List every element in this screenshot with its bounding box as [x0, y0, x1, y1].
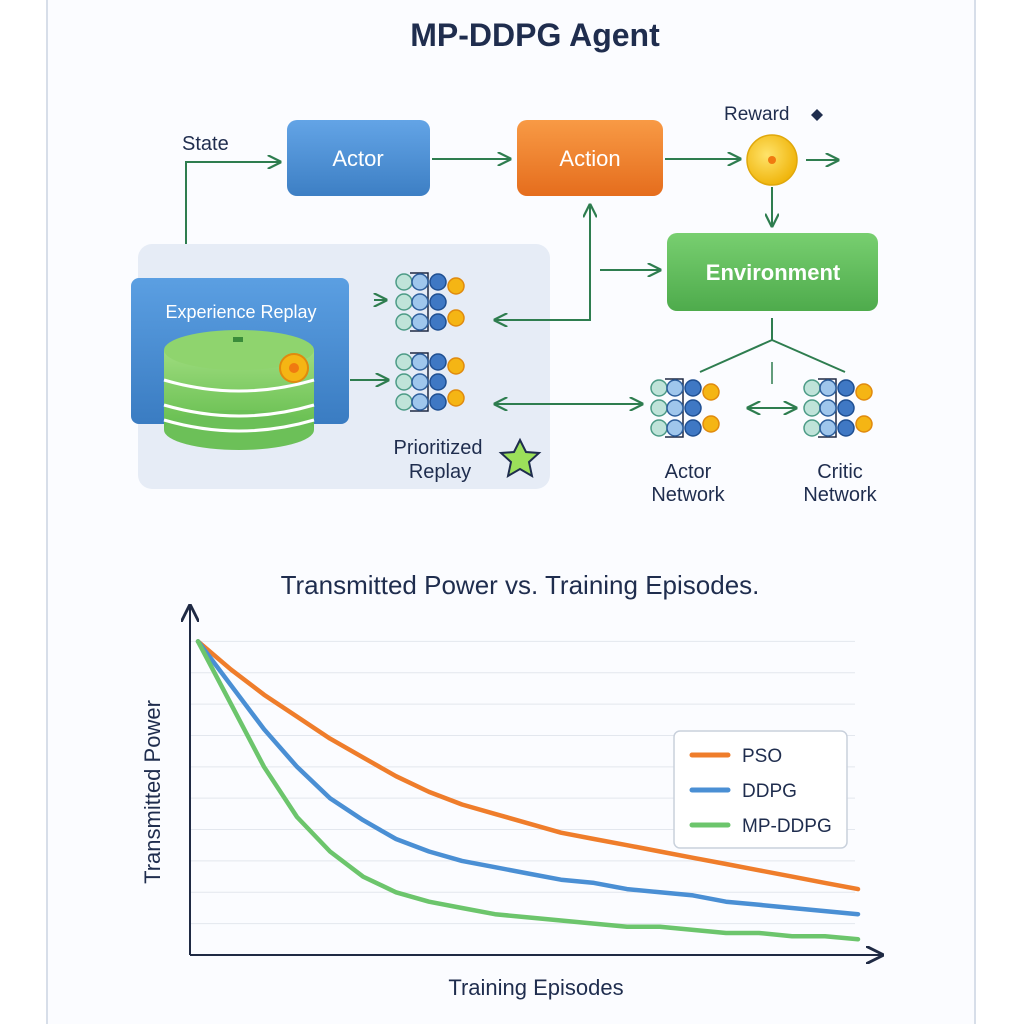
page-frame	[46, 0, 976, 1024]
network-node	[855, 383, 873, 401]
network-node	[411, 313, 429, 331]
state-label: State	[182, 133, 229, 155]
network-node	[684, 419, 702, 437]
series-line-pso	[195, 639, 861, 892]
y-axis-label: Transmitted Power	[140, 700, 165, 884]
network-node	[819, 399, 837, 417]
network-node	[666, 419, 684, 437]
network-node	[395, 313, 413, 331]
network-node	[837, 399, 855, 417]
network-node	[803, 379, 821, 397]
actor-label: Actor	[332, 146, 383, 171]
network-node	[395, 293, 413, 311]
network-node	[666, 399, 684, 417]
critic-network-label-line1: Critic	[817, 461, 863, 483]
network-node	[702, 415, 720, 433]
reward-node-dot-icon	[768, 156, 776, 164]
chart-legend	[673, 730, 848, 849]
database-icon	[163, 330, 315, 450]
network-node	[447, 389, 465, 407]
network-node	[395, 393, 413, 411]
network-node	[819, 419, 837, 437]
experience-replay-label: Experience Replay	[165, 302, 316, 322]
network-node	[666, 379, 684, 397]
network-node	[837, 419, 855, 437]
legend-entries: PSO DDPG MP-DDPG	[689, 746, 832, 837]
environment-label: Environment	[706, 260, 841, 285]
replay-network-top	[395, 272, 465, 332]
network-node	[429, 353, 447, 371]
action-label: Action	[559, 146, 620, 171]
series-line-ddpg	[195, 639, 861, 917]
network-node	[837, 379, 855, 397]
critic-network-icon	[803, 378, 873, 438]
network-node	[650, 379, 668, 397]
network-node	[650, 419, 668, 437]
actor-network-label-line2: Network	[651, 484, 725, 506]
network-node	[803, 399, 821, 417]
network-node	[429, 293, 447, 311]
network-node	[411, 273, 429, 291]
network-node	[411, 293, 429, 311]
network-node	[702, 383, 720, 401]
network-to-action-arrow	[495, 205, 590, 320]
network-node	[855, 415, 873, 433]
network-node	[395, 353, 413, 371]
network-node	[650, 399, 668, 417]
legend-label: DDPG	[742, 781, 797, 802]
network-node	[411, 353, 429, 371]
environment-box	[667, 233, 878, 311]
network-node	[684, 399, 702, 417]
network-node	[395, 273, 413, 291]
network-node	[429, 393, 447, 411]
reward-marker-icon	[811, 109, 823, 121]
network-node	[429, 313, 447, 331]
network-node	[447, 357, 465, 375]
actor-network-label-line1: Actor	[665, 461, 712, 483]
actor-network-icon	[650, 378, 720, 438]
network-node	[819, 379, 837, 397]
chart-title: Transmitted Power vs. Training Episodes.	[281, 570, 760, 600]
network-node	[429, 373, 447, 391]
critic-network-label-line2: Network	[803, 484, 877, 506]
network-node	[447, 309, 465, 327]
series-line-mp-ddpg	[195, 639, 861, 942]
legend-label: PSO	[742, 746, 782, 767]
legend-label: MP-DDPG	[742, 816, 832, 837]
actor-box	[287, 120, 430, 196]
prioritized-label-line2: Replay	[409, 461, 471, 483]
action-box	[517, 120, 663, 196]
reward-label: Reward	[724, 104, 789, 125]
location-pin-icon	[279, 353, 309, 383]
x-axis-label: Training Episodes	[448, 975, 623, 1000]
network-node	[395, 373, 413, 391]
network-node	[411, 393, 429, 411]
network-node	[684, 379, 702, 397]
network-node	[411, 373, 429, 391]
network-node	[429, 273, 447, 291]
diagram-title: MP-DDPG Agent	[410, 17, 660, 53]
replay-network-bottom	[395, 352, 465, 412]
network-node	[803, 419, 821, 437]
environment-split-lines	[699, 318, 846, 373]
chart-series	[195, 639, 861, 942]
prioritized-label-line1: Prioritized	[394, 437, 483, 459]
star-icon	[498, 437, 542, 479]
network-node	[447, 277, 465, 295]
